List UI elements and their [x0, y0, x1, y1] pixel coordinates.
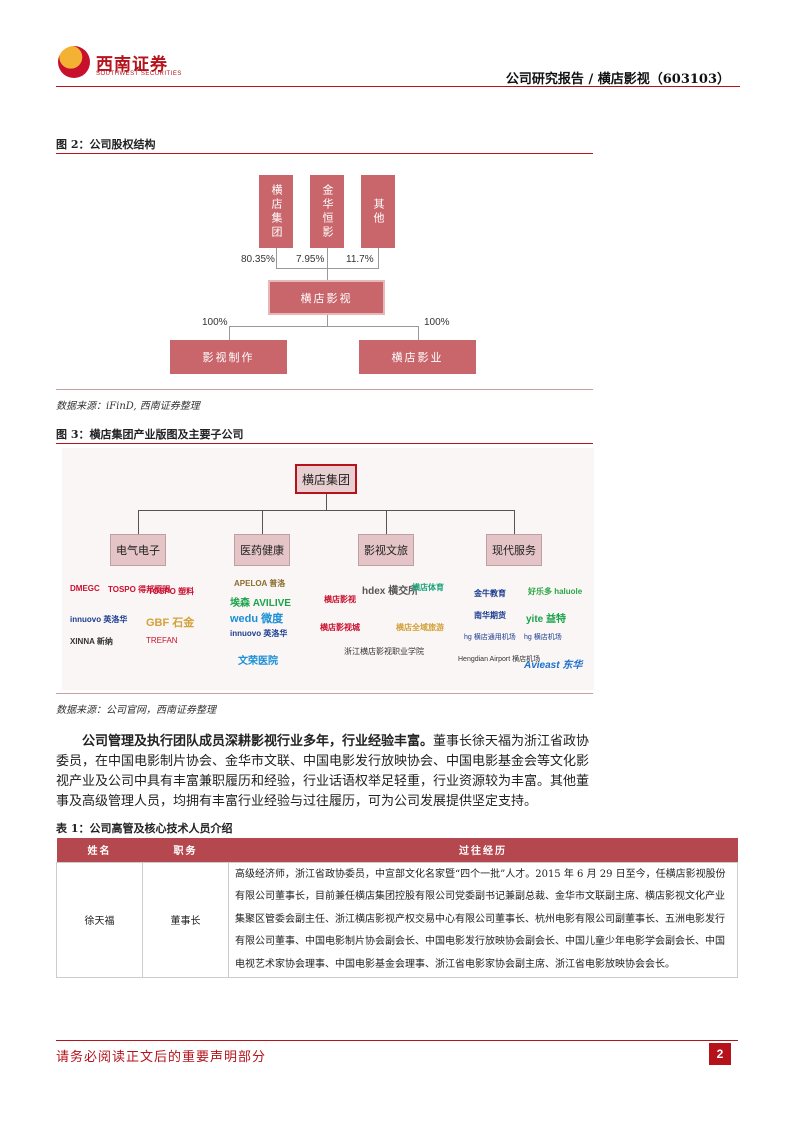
logo-haluole: 好乐多 haluole: [528, 587, 583, 596]
table1-title: 表 1：公司高管及核心技术人员介绍: [56, 822, 233, 835]
connector-line: [327, 315, 328, 326]
table-row: 徐天福 董事长 高级经济师，浙江省政协委员，中宣部文化名家暨“四个一批”人才。2…: [56, 861, 738, 979]
logo-hengdian-film: 横店影视: [324, 595, 356, 604]
connector-line: [514, 510, 515, 534]
logo-wenrong-hospital: 文荣医院: [238, 656, 278, 667]
logo-jinniu-education: 金牛教育: [474, 589, 506, 598]
logo-xinna: XINNA 新纳: [70, 637, 113, 646]
cell-position: 董事长: [142, 861, 229, 979]
logo-gbf: GBF 石金: [146, 617, 195, 629]
connector-line: [326, 494, 327, 510]
figure2-top-rule: [56, 153, 593, 154]
column-header: 职务: [142, 838, 229, 862]
company-box: 横店影视: [268, 280, 385, 315]
logo-yite: yite 益特: [526, 614, 567, 625]
logo-hg-airport: hg 横店机场: [524, 634, 562, 641]
figure2-source: 数据来源：iFinD, 西南证券整理: [56, 401, 200, 412]
connector-line: [138, 510, 514, 511]
connector-line: [276, 248, 277, 268]
logo-dmegc: DMEGC: [70, 584, 100, 593]
logo-wedu: wedu 微度: [230, 613, 284, 625]
segment-box: 现代服务: [486, 534, 542, 566]
header-divider: [56, 86, 740, 87]
logo-tospo-plastic: TOSPO 塑料: [148, 587, 195, 596]
cell-history: 高级经济师，浙江省政协委员，中宣部文化名家暨“四个一批”人才。2015 年 6 …: [228, 861, 738, 979]
logo-avilive: 埃森 AVILIVE: [230, 598, 291, 609]
connector-line: [378, 248, 379, 268]
shareholder-box: 金华恒影: [310, 175, 344, 248]
logo-film-college: 浙江横店影视职业学院: [344, 647, 424, 656]
figure3-top-rule: [56, 443, 593, 444]
page-number: 2: [709, 1043, 731, 1065]
subsidiary-box: 横店影业: [359, 340, 476, 374]
table-header-row: 姓名 职务 过往经历: [56, 838, 738, 862]
subsidiary-box: 影视制作: [170, 340, 287, 374]
connector-line: [386, 510, 387, 534]
column-header: 过往经历: [228, 838, 738, 862]
share-pct: 11.7%: [346, 254, 374, 265]
logo-cn: 西南证券: [96, 55, 168, 75]
report-title: 公司研究报告 / 横店影视（603103）: [505, 72, 730, 87]
connector-line: [327, 268, 328, 280]
logo-innuovo-medical: innuovo 英洛华: [230, 629, 288, 638]
connector-line: [138, 510, 139, 534]
management-paragraph: 公司管理及执行团队成员深耕影视行业多年，行业经验丰富。董事长徐天福为浙江省政协委…: [56, 732, 596, 812]
footer-disclaimer: 请务必阅读正文后的重要声明部分: [56, 1050, 267, 1065]
executives-table: 姓名 职务 过往经历 徐天福 董事长 高级经济师，浙江省政协委员，中宣部文化名家…: [56, 838, 738, 979]
figure3-source: 数据来源：公司官网，西南证券整理: [56, 705, 216, 716]
shareholder-box: 横店集团: [259, 175, 293, 248]
logo-trefan: TREFAN: [146, 636, 178, 645]
column-header: 姓名: [56, 838, 143, 862]
connector-line: [262, 510, 263, 534]
segment-box: 医药健康: [234, 534, 290, 566]
figure3-bottom-rule: [56, 693, 593, 694]
logo-hengdian-world-studios: 横店影视城: [320, 623, 360, 632]
logo-hg-general: hg 横店通用机场: [464, 634, 516, 641]
figure2-title: 图 2：公司股权结构: [56, 138, 156, 151]
page-header: 西南证券 SOUTHWEST SECURITIES 公司研究报告 / 横店影视（…: [56, 40, 740, 90]
industry-map-diagram: 横店集团 电气电子 医药健康 影视文旅 现代服务 DMEGC TOSPO 得邦照…: [62, 448, 594, 690]
logo-apeloa: APELOA 普洛: [234, 579, 286, 588]
figure3-title: 图 3：横店集团产业版图及主要子公司: [56, 428, 244, 441]
logo-innuovo: innuovo 英洛华: [70, 615, 128, 624]
logo-en: SOUTHWEST SECURITIES: [96, 71, 182, 77]
connector-line: [418, 326, 419, 340]
connector-line: [327, 248, 328, 268]
footer-divider: [56, 1040, 738, 1041]
share-pct: 80.35%: [241, 254, 275, 265]
sub-share-pct: 100%: [424, 317, 450, 328]
group-root-box: 横店集团: [295, 464, 357, 494]
logo-hdex: hdex 横交所: [362, 586, 419, 597]
segment-box: 影视文旅: [358, 534, 414, 566]
logo-tospo-lighting: TOSPO 得邦照明: [108, 585, 171, 594]
share-pct: 7.95%: [296, 254, 325, 265]
sub-share-pct: 100%: [202, 317, 228, 328]
shareholder-box: 其他: [361, 175, 395, 248]
logo-hengdian-sports: 横店体育: [412, 583, 444, 592]
connector-line: [229, 326, 230, 340]
company-logo-icon: [58, 46, 90, 78]
paragraph-lead: 公司管理及执行团队成员深耕影视行业多年，行业经验丰富。: [82, 734, 434, 749]
paragraph-body: 董事长徐天福为浙江省政协委员，在中国电影制片协会、金华市文联、中国电影发行放映协…: [56, 734, 590, 809]
segment-box: 电气电子: [110, 534, 166, 566]
logo-hengdian-airport: Hengdian Airport 横店机场: [458, 656, 541, 663]
logo-avieast: Avieast 东华: [524, 660, 583, 671]
logo-nanhua-futures: 南华期货: [474, 611, 506, 620]
connector-line: [229, 326, 418, 327]
figure2-bottom-rule: [56, 389, 593, 390]
cell-name: 徐天福: [56, 861, 143, 979]
logo-hengdian-tourism: 横店全域旅游: [396, 623, 444, 632]
